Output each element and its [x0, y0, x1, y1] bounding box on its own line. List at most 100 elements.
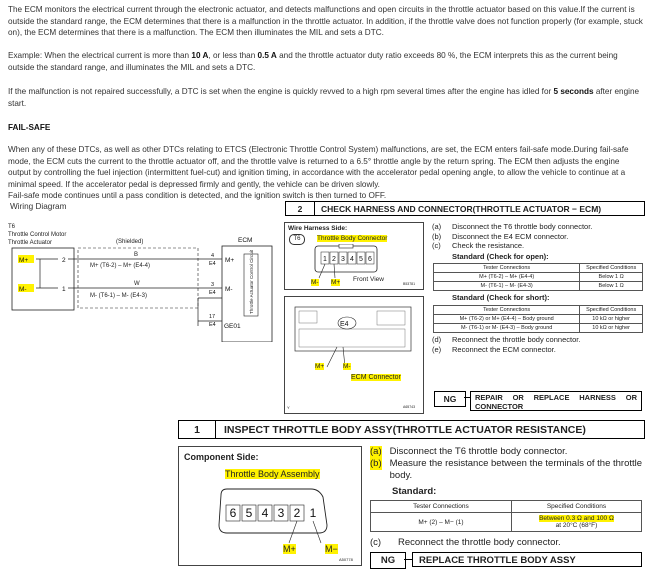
ecm-e4-label: E4 — [340, 321, 349, 328]
failsafe-paragraph: When any of these DTCs, as well as other… — [8, 145, 629, 189]
p2-bold-2: 0.5 A — [257, 51, 277, 60]
step2-item-e: (e)Reconnect the ECM connector. — [432, 345, 644, 355]
step1-item-a: (a) Disconnect the T6 throttle body conne… — [370, 446, 644, 458]
intro-paragraph-3: If the malfunction is not repaired succe… — [8, 86, 644, 109]
short-row-1-conn: M+ (T6-2) or M+ (E4-4) – Body ground — [432, 314, 581, 324]
open-row-2-spec: Below 1 Ω — [579, 281, 643, 291]
step1-instructions: (a) Disconnect the T6 throttle body conne… — [370, 446, 644, 482]
ecm-conn-mplus: M+ — [315, 363, 325, 370]
control-circuit-label: Throttle Actuator Control Circuit — [249, 249, 254, 314]
comp-mminus: M− — [325, 544, 338, 554]
e4-label-c: E4 — [209, 322, 216, 328]
component-connector-drawing: 6 5 4 3 2 1 — [218, 488, 328, 544]
comp-pin-5: 5 — [246, 506, 253, 520]
step2-number: 2 — [286, 202, 315, 215]
short-th-spec: Specified Conditions — [579, 305, 643, 315]
harness-connector-drawing: 1 2 3 4 5 6 — [314, 244, 378, 279]
open-row-1-spec: Below 1 Ω — [579, 272, 643, 282]
harness-front-view: Front View — [353, 276, 384, 283]
ecm-connector-label: ECM Connector — [351, 374, 401, 381]
step1-text-a: Disconnect the T6 throttle body connecto… — [389, 446, 568, 457]
p2-bold-1: 10 A — [191, 51, 209, 60]
short-row-1-spec: 10 kΩ or higher — [579, 314, 643, 324]
ecm-connector-panel: E4 M+ M- ECM Connector Y A65743 — [284, 296, 424, 414]
step2-instructions: (a) Disconnect the T6 throttle body conne… — [432, 222, 644, 251]
ecm-conn-mminus: M- — [343, 363, 351, 370]
harness-pin-box-6 — [365, 251, 375, 265]
harness-mplus: M+ — [331, 279, 341, 286]
open-th-spec: Specified Conditions — [579, 263, 643, 273]
e4-pin4-label: 4 — [211, 253, 214, 259]
ecm-cavity-1 — [298, 310, 318, 324]
wiring-motor-label: Throttle Control Motor — [8, 232, 66, 238]
table-row: M+ (T6-2) or M+ (E4-4) – Body ground 10 … — [432, 314, 643, 324]
res-row-conn: M+ (2) – M− (1) — [370, 512, 512, 532]
failsafe-pass-paragraph: Fail-safe mode continues until a pass co… — [8, 191, 387, 200]
actuator-box — [11, 247, 75, 311]
step2-item-d: (d) Reconnect the throttle body connector… — [432, 335, 644, 345]
std-open-label: Standard (Check for open): — [452, 252, 549, 261]
short-row-2-spec: 10 kΩ or higher — [579, 323, 643, 333]
harness-pin-6: 6 — [368, 256, 372, 263]
open-check-table: Tester Connections Specified Conditions … — [432, 263, 643, 291]
step2-key-e: (e) — [432, 344, 442, 354]
comp-pin-4: 4 — [262, 506, 269, 520]
step2-ng-badge: NG — [434, 391, 466, 407]
step2-instructions-2: (d) Reconnect the throttle body connector… — [432, 335, 644, 354]
mminus-highlight — [18, 284, 34, 292]
step2-text-d: Reconnect the throttle body connector. — [452, 335, 581, 344]
harness-pin-1: 1 — [323, 256, 327, 263]
step2-text-c: Check the resistance. — [452, 241, 525, 250]
tba-label: Throttle Body Assembly — [225, 469, 320, 479]
resistance-table-header: Tester Connections Specified Conditions — [370, 500, 643, 513]
step2-ng-arrow — [464, 397, 470, 398]
open-th-conn: Tester Connections — [432, 263, 581, 273]
harness-pin-3: 3 — [341, 256, 345, 263]
comp-leader-lines — [288, 520, 322, 544]
step1-key-b: (b) — [370, 458, 382, 470]
ecm-mminus: M- — [225, 286, 233, 293]
step1-header: 1 INSPECT THROTTLE BODY ASSY(THROTTLE AC… — [178, 420, 645, 439]
wire-w-label: W — [134, 281, 140, 287]
ecm-ge01: GE01 — [224, 323, 241, 330]
wire-w-trace: M- (T6-1) – M- (E4-3) — [90, 293, 147, 299]
step2-text-a: Disconnect the T6 throttle body connecto… — [452, 222, 593, 231]
step1-key-a: (a) — [370, 446, 382, 458]
harness-pin-2: 2 — [332, 256, 336, 263]
open-table-header: Tester Connections Specified Conditions — [432, 263, 643, 273]
table-row: M- (T6-1) – M- (E4-3) Below 1 Ω — [432, 281, 643, 291]
p2-text-a: Example: When the electrical current is … — [8, 51, 192, 60]
step2-key-d: (d) — [432, 335, 442, 344]
harness-tbc-label: Throttle Body Connector — [317, 235, 388, 242]
standard-label: Standard: — [392, 486, 437, 497]
res-th-spec: Specified Conditions — [510, 500, 643, 513]
wire-b-label: B — [134, 252, 138, 258]
step1-instructions-2: (c)Reconnect the throttle body connector… — [370, 537, 644, 549]
step2-key-a: (a) — [432, 222, 442, 231]
step1-title: INSPECT THROTTLE BODY ASSY(THROTTLE ACTU… — [224, 423, 586, 436]
shield-box — [77, 247, 199, 309]
wiring-mplus: M+ — [19, 257, 28, 264]
harness-side-panel: Wire Harness Side: T6 Throttle Body Conn… — [284, 222, 424, 290]
open-row-1-conn: M+ (T6-2) – M+ (E4-4) — [432, 272, 581, 282]
wiring-mminus: M- — [19, 286, 27, 293]
comp-pin-box-4 — [257, 504, 273, 522]
e4-pin17-label: 17 — [209, 314, 215, 320]
comp-pin-3: 3 — [278, 506, 285, 520]
step2-item-a: (a) Disconnect the T6 throttle body conne… — [432, 222, 644, 232]
wiring-t6-label: T6 — [8, 224, 16, 230]
p3-text-a: If the malfunction is not repaired succe… — [8, 87, 554, 96]
wiring-actuator-label: Throttle Actuator — [8, 240, 52, 246]
comp-pin-box-5 — [241, 504, 257, 522]
component-side-panel: Component Side: Throttle Body Assembly 6… — [178, 446, 362, 566]
p2-text-c: , or less than — [208, 51, 258, 60]
e4-label-a: E4 — [209, 261, 216, 267]
step1-ng-action: REPLACE THROTTLE BODY ASSY — [412, 552, 642, 567]
step2-text-b: Disconnect the E4 ECM connector. — [452, 231, 569, 241]
e4-label-b: E4 — [209, 290, 216, 296]
ecm-cavity-2 — [376, 310, 406, 326]
comp-pin-2: 2 — [294, 506, 301, 520]
component-side-label: Component Side: — [184, 452, 259, 462]
